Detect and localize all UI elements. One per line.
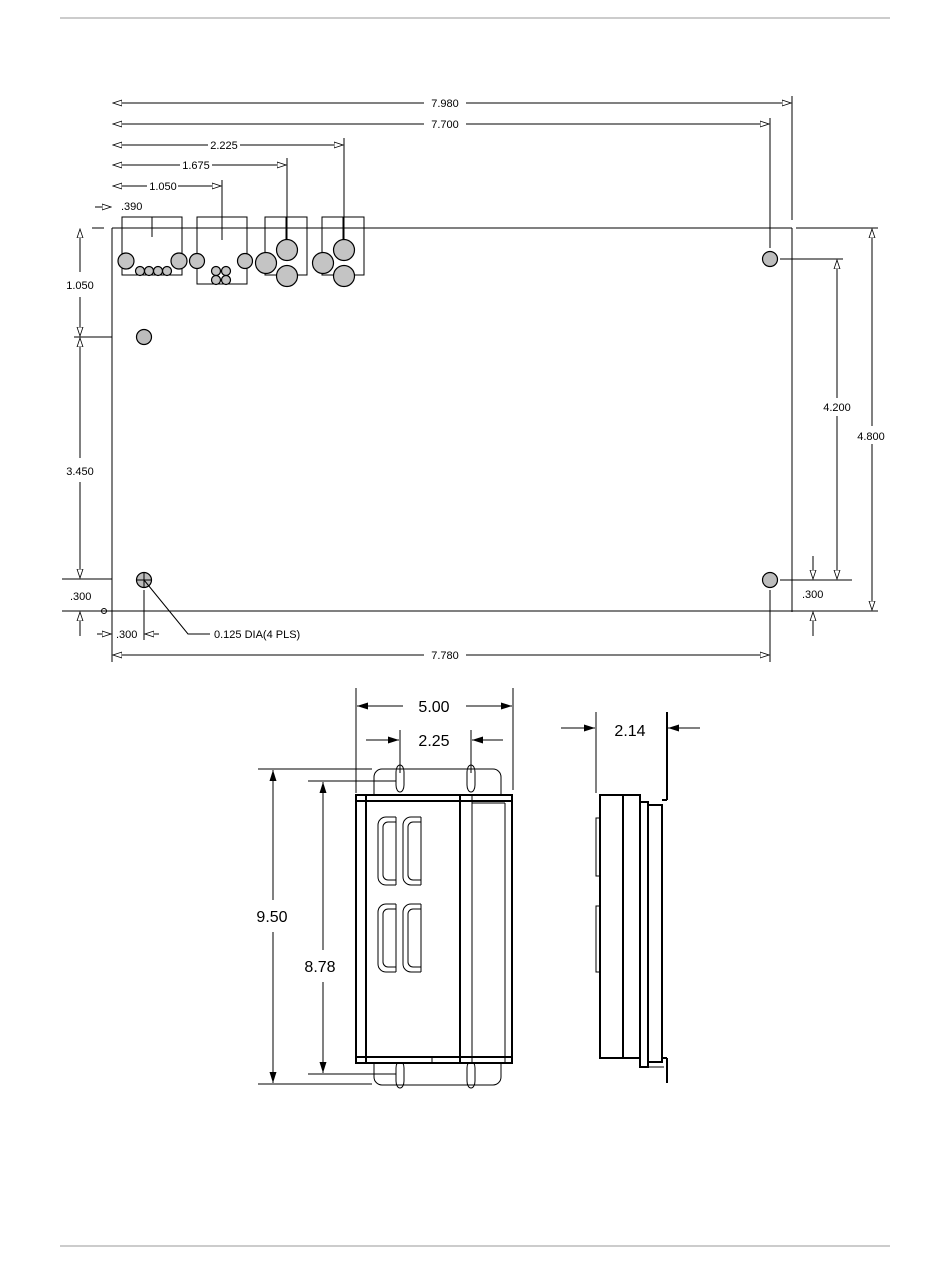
dim-label: 4.200 xyxy=(823,402,851,414)
connector-round-a xyxy=(256,217,308,287)
dim-hole-span-top: 7.700 xyxy=(113,119,769,131)
dim-conn0-offset: .390 xyxy=(95,201,142,213)
dim-label: 2.25 xyxy=(418,733,449,750)
dim-enclosure-slot-span: 2.25 xyxy=(366,730,503,773)
dim-label: .300 xyxy=(802,589,823,601)
dim-overall-width: 7.980 xyxy=(113,98,791,110)
dim-label: 1.050 xyxy=(149,181,177,193)
dim-enclosure-height: 9.50 xyxy=(256,769,372,1084)
dim-conn3-offset: 2.225 xyxy=(113,138,344,240)
dim-label: 2.14 xyxy=(614,723,645,740)
dim-label: 1.050 xyxy=(66,280,94,292)
dim-label: 4.800 xyxy=(857,431,885,443)
enclosure-front xyxy=(356,765,512,1088)
dim-left-top: 1.050 xyxy=(66,229,94,336)
dim-label: 7.700 xyxy=(431,119,459,131)
dim-enclosure-depth: 2.14 xyxy=(561,712,700,793)
dim-label: 3.450 xyxy=(66,466,94,478)
connector-rj-left xyxy=(118,217,187,276)
dim-right-bottom: .300 xyxy=(802,556,823,636)
dim-label: 8.78 xyxy=(304,959,335,976)
dim-label: 9.50 xyxy=(256,909,287,926)
dim-right-span: 4.200 xyxy=(823,260,851,579)
dim-label: 1.675 xyxy=(182,160,210,172)
dim-label: 5.00 xyxy=(418,699,449,716)
dim-left-bottom: .300 xyxy=(70,591,108,636)
dim-left-span: 3.450 xyxy=(66,338,94,578)
dim-label: .390 xyxy=(121,201,142,213)
mount-hole-top-right xyxy=(763,252,778,267)
mount-hole-bottom-right xyxy=(763,573,778,588)
hole-note: 0.125 DIA(4 PLS) xyxy=(214,629,300,641)
dim-overall-height: 4.800 xyxy=(857,229,885,610)
enclosure-side xyxy=(596,712,667,1083)
dim-label: 7.780 xyxy=(431,650,459,662)
dim-label: .300 xyxy=(70,591,91,603)
dim-label: 7.980 xyxy=(431,98,459,110)
dim-bottom-span: 7.780 xyxy=(113,650,769,662)
board-outline xyxy=(62,96,878,662)
mount-hole-top-left xyxy=(137,330,152,345)
dim-label: .300 xyxy=(116,629,137,641)
connector-rj-right xyxy=(190,217,253,285)
dim-label: 2.225 xyxy=(210,140,238,152)
dim-bottom-offset: .300 xyxy=(97,629,159,641)
connector-round-b xyxy=(313,217,365,287)
